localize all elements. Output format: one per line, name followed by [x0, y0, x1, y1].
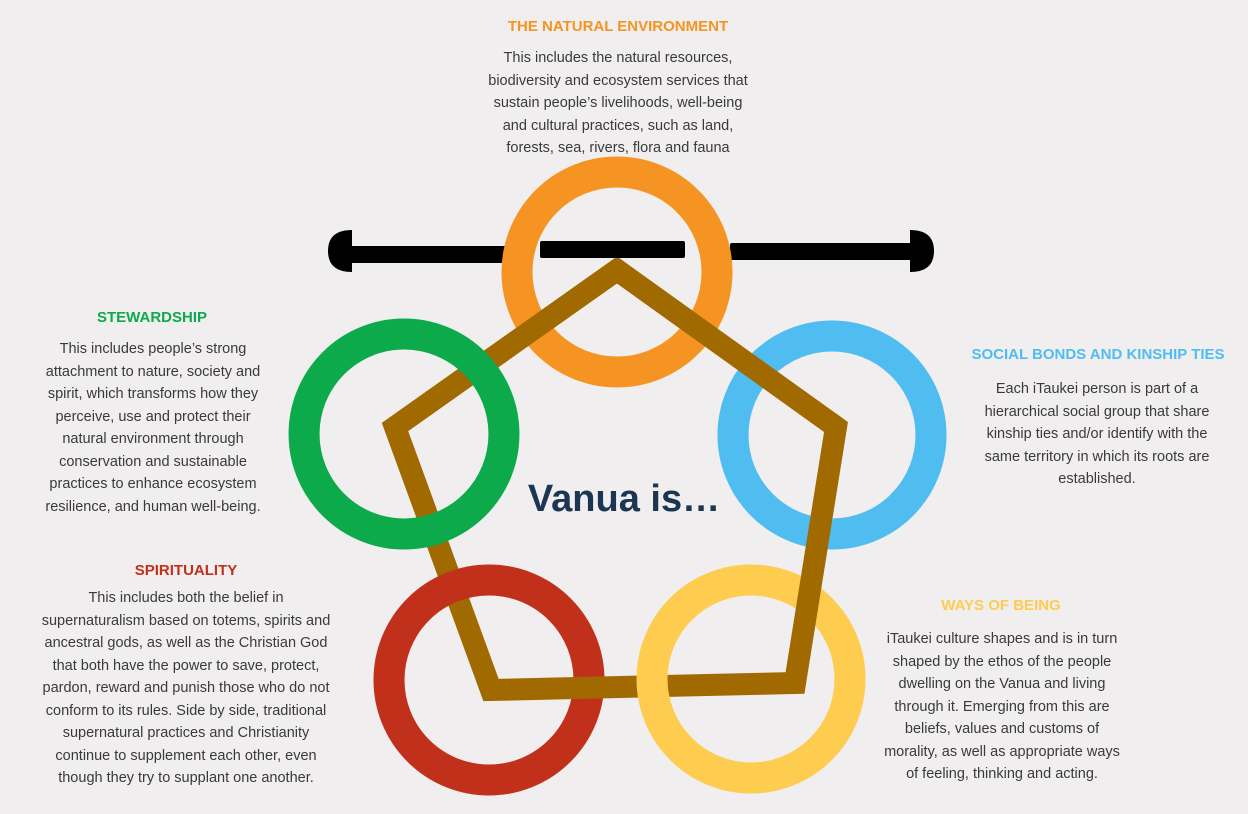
- text-ways-of-being: iTaukei culture shapes and is in turn sha…: [862, 628, 1142, 786]
- pole-left-cap: [328, 230, 352, 272]
- ring-ways-lower: [750, 564, 866, 794]
- heading-natural-environment: THE NATURAL ENVIRONMENT: [507, 18, 729, 35]
- ring-ways-upper: [636, 564, 752, 794]
- text-line: spirit, which transforms how they: [47, 386, 259, 402]
- text-line: continue to supplement each other, even: [55, 747, 317, 764]
- text-stewardship: This includes people’s strong attachment …: [18, 338, 288, 518]
- text-social-bonds: Each iTaukei person is part of a hierarch…: [948, 378, 1246, 491]
- text-line: dwelling on the Vanua and living: [898, 676, 1106, 692]
- pole-right-segment: [730, 243, 920, 260]
- pole-left-segment: [345, 246, 510, 263]
- text-natural-environment: This includes the natural resources, biod…: [408, 47, 828, 160]
- ring-spirituality-upper: [373, 564, 490, 796]
- text-line: and cultural practices, such as land,: [502, 117, 734, 134]
- text-line: through it. Emerging from this are: [894, 698, 1110, 715]
- text-line: of feeling, thinking and acting.: [906, 766, 1098, 782]
- rings-front-layer: [373, 156, 947, 796]
- heading-spirituality: SPIRITUALITY: [134, 562, 238, 579]
- text-line: though they try to supplant one another.: [58, 770, 314, 786]
- heading-social-bonds: SOCIAL BONDS AND KINSHIP TIES: [971, 346, 1225, 363]
- ring-stewardship-upper: [403, 318, 520, 550]
- text-line: shaped by the ethos of the people: [892, 653, 1112, 670]
- text-line: This includes both the belief in: [88, 590, 284, 606]
- text-line: forests, sea, rivers, flora and fauna: [506, 140, 730, 156]
- text-line: resilience, and human well-being.: [45, 498, 261, 515]
- text-line: that both have the power to save, protec…: [52, 657, 320, 674]
- text-line: pardon, reward and punish those who do n…: [42, 680, 330, 696]
- text-line: conservation and sustainable: [59, 453, 247, 470]
- text-line: established.: [1058, 471, 1136, 487]
- text-line: This includes the natural resources,: [503, 50, 733, 66]
- ring-natural-upper: [501, 156, 733, 273]
- text-line: This includes people’s strong: [59, 341, 247, 357]
- text-line: ancestral gods, as well as the Christian…: [44, 635, 328, 651]
- text-line: kinship ties and/or identify with the: [986, 426, 1208, 442]
- text-line: hierarchical social group that share: [984, 403, 1210, 420]
- heading-stewardship: STEWARDSHIP: [96, 309, 207, 326]
- text-line: supernaturalism based on totems, spirits…: [41, 612, 331, 629]
- text-spirituality: This includes both the belief in supernat…: [8, 587, 364, 790]
- text-line: practices to enhance ecosystem: [49, 476, 257, 492]
- text-line: perceive, use and protect their: [55, 408, 251, 425]
- text-line: sustain people’s livelihoods, well-being: [493, 95, 743, 111]
- ring-social-lower: [717, 320, 833, 550]
- text-line: morality, as well as appropriate ways: [884, 743, 1120, 760]
- center-label: Vanua is…: [527, 478, 721, 520]
- text-line: beliefs, values and customs of: [904, 721, 1100, 737]
- pole-middle-segment: [540, 241, 685, 258]
- text-line: supernatural practices and Christianity: [62, 725, 310, 741]
- carrying-pole: [328, 230, 934, 272]
- text-line: conform to its rules. Side by side, trad…: [45, 702, 327, 719]
- text-line: biodiversity and ecosystem services that: [488, 72, 748, 89]
- pole-right-cap: [910, 230, 934, 272]
- ring-social-upper: [831, 320, 947, 550]
- text-line: same territory in which its roots are: [984, 448, 1210, 465]
- text-line: attachment to nature, society and: [45, 363, 261, 380]
- text-line: Each iTaukei person is part of a: [995, 381, 1199, 397]
- heading-ways-of-being: WAYS OF BEING: [941, 597, 1061, 614]
- ring-natural-lower: [501, 271, 733, 388]
- text-line: natural environment through: [62, 431, 244, 447]
- text-line: iTaukei culture shapes and is in turn: [886, 631, 1118, 647]
- ring-stewardship-lower: [288, 318, 405, 550]
